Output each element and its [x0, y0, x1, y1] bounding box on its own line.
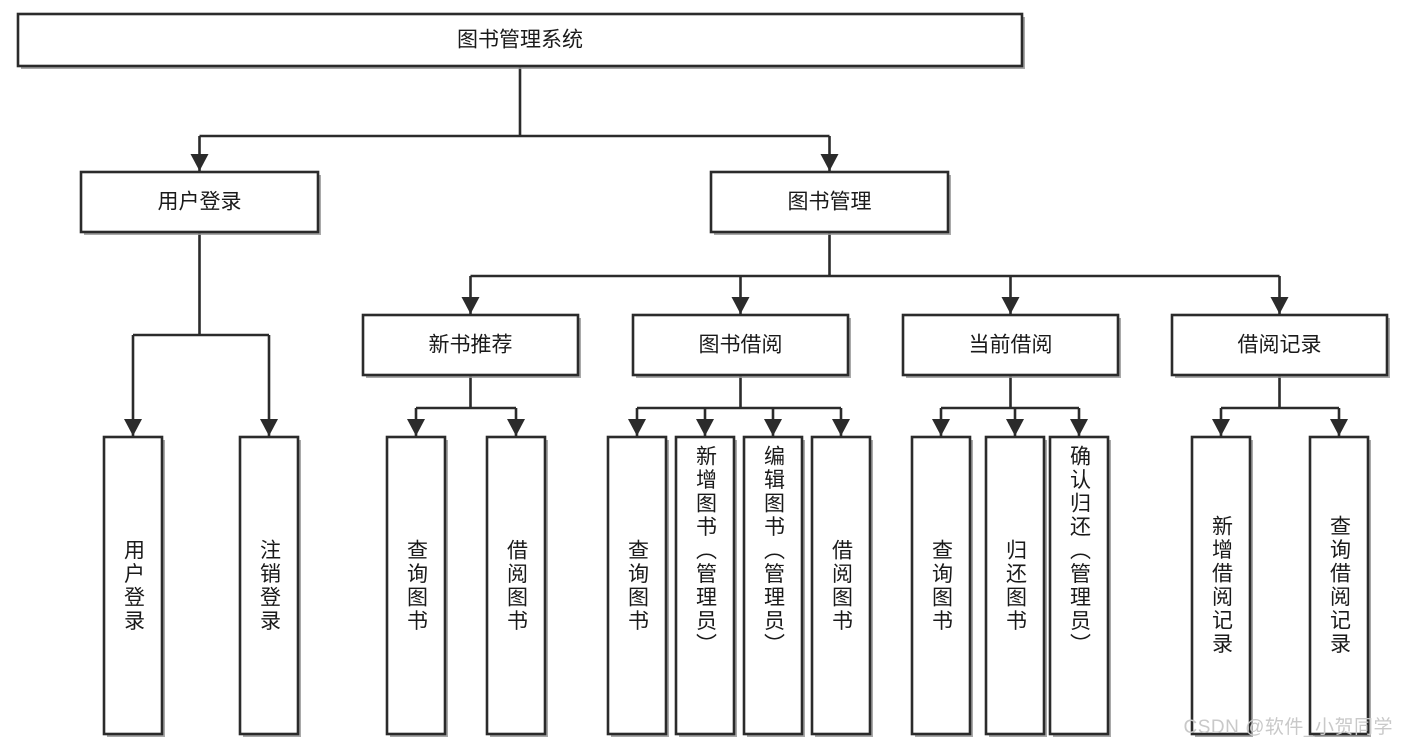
arrowhead — [1006, 419, 1024, 436]
arrowhead — [820, 154, 839, 171]
node-outline — [102, 435, 164, 736]
node-outline — [1170, 313, 1389, 377]
arrowhead — [1212, 419, 1230, 436]
node-outline — [16, 12, 1024, 68]
node-outline — [742, 435, 804, 736]
arrowhead — [628, 419, 646, 436]
node-outline — [709, 170, 950, 234]
node-outline — [485, 435, 547, 736]
arrowhead — [507, 419, 525, 436]
node-box-leaf-add-book-admin[interactable] — [674, 435, 737, 737]
arrowhead — [932, 419, 950, 436]
node-outline — [901, 313, 1120, 377]
node-outline — [984, 435, 1046, 736]
node-box-leaf-edit-book-admin[interactable] — [742, 435, 805, 737]
node-box-book-manage[interactable] — [709, 170, 951, 235]
node-box-leaf-add-borrow-record[interactable] — [1190, 435, 1253, 737]
arrowhead — [124, 419, 142, 436]
node-outline — [606, 435, 668, 736]
node-label-new-book-rec: 新书推荐 — [429, 334, 513, 357]
node-label-root: 图书管理系统 — [457, 29, 583, 52]
connectors-layer — [124, 66, 1348, 436]
node-box-book-borrow[interactable] — [631, 313, 851, 378]
arrowhead — [1270, 297, 1289, 314]
node-label-borrow-record: 借阅记录 — [1238, 334, 1322, 357]
node-box-current-borrow[interactable] — [901, 313, 1121, 378]
arrowhead — [1330, 419, 1348, 436]
node-box-leaf-user-logout[interactable] — [238, 435, 301, 737]
node-label-current-borrow: 当前借阅 — [969, 334, 1053, 357]
node-outline — [674, 435, 736, 736]
node-outline — [1048, 435, 1110, 736]
node-outline — [1308, 435, 1370, 736]
arrowhead — [1001, 297, 1020, 314]
arrowhead — [190, 154, 209, 171]
node-label-book-borrow: 图书借阅 — [699, 334, 783, 357]
watermark: CSDN @软件_小贺同学 — [1183, 717, 1393, 738]
node-box-leaf-query-borrow-record[interactable] — [1308, 435, 1371, 737]
node-box-leaf-borrow-book-borrow[interactable] — [810, 435, 873, 737]
node-label-book-manage: 图书管理 — [788, 191, 872, 214]
arrowhead — [407, 419, 425, 436]
arrowhead — [731, 297, 750, 314]
arrowhead — [1070, 419, 1088, 436]
node-box-leaf-return-book[interactable] — [984, 435, 1047, 737]
node-box-leaf-confirm-return-admin[interactable] — [1048, 435, 1111, 737]
node-box-user-login[interactable] — [79, 170, 321, 235]
arrowhead — [764, 419, 782, 436]
node-box-root[interactable] — [16, 12, 1025, 69]
node-box-borrow-record[interactable] — [1170, 313, 1390, 378]
node-outline — [1190, 435, 1252, 736]
node-outline — [238, 435, 300, 736]
node-label-user-login: 用户登录 — [158, 191, 242, 214]
node-outline — [361, 313, 580, 377]
node-box-leaf-query-book-current[interactable] — [910, 435, 973, 737]
node-outline — [385, 435, 447, 736]
node-box-leaf-user-login[interactable] — [102, 435, 165, 737]
node-box-new-book-rec[interactable] — [361, 313, 581, 378]
node-outline — [910, 435, 972, 736]
arrowhead — [832, 419, 850, 436]
node-box-leaf-query-book-borrow[interactable] — [606, 435, 669, 737]
arrowhead — [461, 297, 480, 314]
node-outline — [79, 170, 320, 234]
node-box-leaf-borrow-book-rec[interactable] — [485, 435, 548, 737]
arrowhead — [260, 419, 278, 436]
node-outline — [810, 435, 872, 736]
arrowhead — [696, 419, 714, 436]
node-outline — [631, 313, 850, 377]
boxes-layer — [16, 12, 1390, 737]
node-box-leaf-query-book-rec[interactable] — [385, 435, 448, 737]
